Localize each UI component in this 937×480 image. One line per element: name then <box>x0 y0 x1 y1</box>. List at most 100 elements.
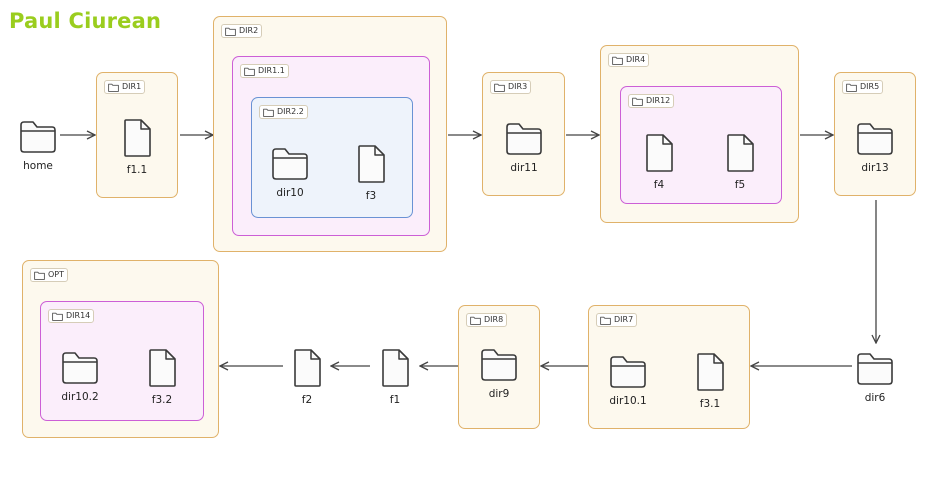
folder-icon <box>20 121 56 153</box>
folder-icon <box>857 353 893 385</box>
dir2-label: DIR2 <box>239 26 259 35</box>
dir1-1-label: DIR1.1 <box>258 66 285 75</box>
dir12-label: DIR12 <box>646 96 671 105</box>
folder-icon <box>34 271 45 280</box>
opt-badge: OPT <box>30 268 69 282</box>
dir10-node[interactable]: dir10 <box>260 147 320 199</box>
dir11-label: dir11 <box>510 162 538 174</box>
dir12-badge: DIR12 <box>628 94 675 108</box>
f4-node[interactable]: f4 <box>629 133 689 191</box>
dir8-label: DIR8 <box>484 315 504 324</box>
folder-small-icon <box>600 316 611 325</box>
dir9-label: dir9 <box>488 388 510 400</box>
dir2-2-label: DIR2.2 <box>277 107 304 116</box>
dir13-label: dir13 <box>861 162 889 174</box>
dir10-1-label: dir10.1 <box>609 395 647 407</box>
f3-2-label: f3.2 <box>151 394 173 406</box>
folder-small-icon <box>494 83 505 92</box>
dir3-label: DIR3 <box>508 82 528 91</box>
f5-node[interactable]: f5 <box>710 133 770 191</box>
file-icon <box>697 353 724 391</box>
folder-small-icon <box>263 108 274 117</box>
dir5-label: DIR5 <box>860 82 880 91</box>
home-node[interactable]: home <box>8 120 68 172</box>
dir7-label: DIR7 <box>614 315 634 324</box>
dir10-2-node[interactable]: dir10.2 <box>50 351 110 403</box>
folder-icon <box>494 83 505 92</box>
dir8-badge: DIR8 <box>466 313 508 327</box>
dir9-node[interactable]: dir9 <box>469 348 529 400</box>
dir13-node[interactable]: dir13 <box>845 122 905 174</box>
f1-1-label: f1.1 <box>126 164 148 176</box>
dir1-label: DIR1 <box>122 82 142 91</box>
dir6-node[interactable]: dir6 <box>845 352 905 404</box>
folder-icon <box>225 27 236 36</box>
dir1-badge: DIR1 <box>104 80 146 94</box>
folder-small-icon <box>632 97 643 106</box>
folder-icon <box>263 108 274 117</box>
dir5-badge: DIR5 <box>842 80 884 94</box>
dir4-container: DIR4 DIR12 <box>600 45 799 223</box>
folder-small-icon <box>34 271 45 280</box>
f3-2-node[interactable]: f3.2 <box>132 348 192 406</box>
file-icon <box>294 349 321 387</box>
f3-node[interactable]: f3 <box>341 144 401 202</box>
dir2-container: DIR2 DIR1.1 DIR2.2 <box>213 16 447 252</box>
dir4-badge: DIR4 <box>608 53 650 67</box>
f1-node[interactable]: f1 <box>365 348 425 406</box>
folder-icon <box>846 83 857 92</box>
folder-small-icon <box>244 67 255 76</box>
folder-icon <box>272 148 308 180</box>
f3-label: f3 <box>365 190 377 202</box>
f3-1-node[interactable]: f3.1 <box>680 352 740 410</box>
dir3-badge: DIR3 <box>490 80 532 94</box>
dir10-1-node[interactable]: dir10.1 <box>598 355 658 407</box>
f1-label: f1 <box>389 394 401 406</box>
folder-icon <box>506 123 542 155</box>
home-label: home <box>23 160 53 172</box>
dir10-label: dir10 <box>276 187 304 199</box>
opt-container: OPT DIR14 <box>22 260 219 438</box>
f1-1-node[interactable]: f1.1 <box>107 118 167 176</box>
folder-small-icon <box>108 83 119 92</box>
folder-icon <box>481 349 517 381</box>
folder-small-icon <box>52 312 63 321</box>
dir11-node[interactable]: dir11 <box>494 122 554 174</box>
dir4-label: DIR4 <box>626 55 646 64</box>
dir2-2-badge: DIR2.2 <box>259 105 308 119</box>
folder-small-icon <box>470 316 481 325</box>
folder-small-icon <box>612 56 623 65</box>
folder-icon <box>610 356 646 388</box>
folder-icon <box>108 83 119 92</box>
folder-icon <box>52 312 63 321</box>
dir14-badge: DIR14 <box>48 309 95 323</box>
folder-icon <box>244 67 255 76</box>
folder-icon <box>62 352 98 384</box>
file-icon <box>149 349 176 387</box>
f2-node[interactable]: f2 <box>277 348 337 406</box>
dir1-1-badge: DIR1.1 <box>240 64 289 78</box>
file-icon <box>124 119 151 157</box>
folder-small-icon <box>846 83 857 92</box>
folder-icon <box>632 97 643 106</box>
f2-label: f2 <box>301 394 313 406</box>
dir10-2-label: dir10.2 <box>61 391 99 403</box>
folder-icon <box>857 123 893 155</box>
folder-icon <box>612 56 623 65</box>
f4-label: f4 <box>653 179 665 191</box>
folder-icon <box>600 316 611 325</box>
folder-icon <box>470 316 481 325</box>
dir2-badge: DIR2 <box>221 24 263 38</box>
author-title: Paul Ciurean <box>9 9 162 33</box>
f3-1-label: f3.1 <box>699 398 721 410</box>
file-icon <box>646 134 673 172</box>
f5-label: f5 <box>734 179 746 191</box>
dir7-badge: DIR7 <box>596 313 638 327</box>
opt-label: OPT <box>48 270 65 279</box>
folder-small-icon <box>225 27 236 36</box>
dir6-label: dir6 <box>864 392 886 404</box>
dir14-label: DIR14 <box>66 311 91 320</box>
file-icon <box>358 145 385 183</box>
dir3-container: DIR3 <box>482 72 565 196</box>
